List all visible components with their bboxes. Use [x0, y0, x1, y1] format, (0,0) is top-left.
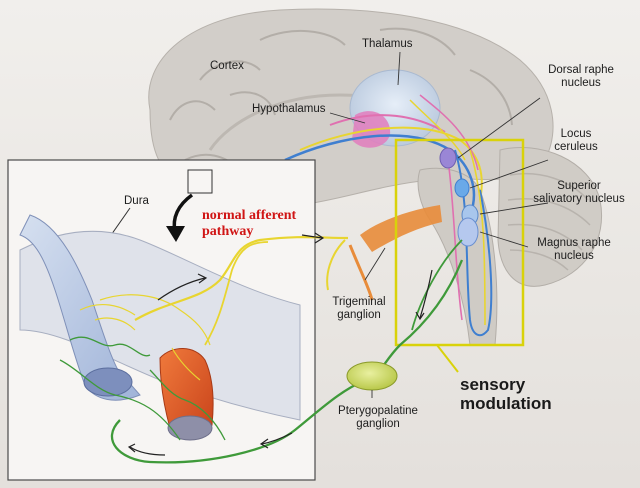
label-dorsal-raphe: Dorsal raphe nucleus: [536, 64, 626, 90]
flow-arrows: [127, 232, 433, 456]
label-superior-line2: salivatory nucleus: [533, 193, 625, 205]
inset-nerve-fibers: [59, 294, 226, 441]
pterygopalatine-ganglion: [346, 361, 398, 391]
label-magnus-raphe: Magnus raphe nucleus: [526, 237, 622, 263]
trigeminal-ganglion: [326, 205, 442, 301]
label-thalamus: Thalamus: [362, 38, 413, 50]
afferent-yellow-fiber-2: [204, 241, 269, 346]
blue-vessel-lumen: [83, 367, 133, 397]
red-vessel: [159, 348, 214, 438]
sensory-pointer-line: [436, 344, 459, 373]
label-pterygo-line1: Pterygopalatine: [338, 405, 418, 417]
annotation-afferent-line2: pathway: [202, 224, 254, 239]
label-dura: Dura: [124, 195, 149, 207]
annotation-sensory-line2: modulation: [460, 394, 552, 413]
annotation-afferent-line1: normal afferent: [202, 208, 297, 223]
label-pterygo-line2: ganglion: [356, 418, 400, 430]
label-cortex: Cortex: [210, 60, 244, 72]
brainstem-nuclei: [439, 147, 479, 247]
label-pterygopalatine-ganglion: Pterygopalatine ganglion: [330, 405, 426, 431]
label-superior-salivatory: Superior salivatory nucleus: [522, 180, 636, 206]
annotation-sensory-modulation: sensory modulation: [460, 375, 552, 413]
label-locus-line2: ceruleus: [554, 141, 598, 153]
label-superior-line1: Superior: [557, 180, 601, 192]
label-trigeminal-line1: Trigeminal: [332, 296, 386, 308]
label-magnus-line2: nucleus: [554, 250, 594, 262]
annotation-normal-afferent-pathway: normal afferent pathway: [202, 208, 296, 240]
efferent-green-fiber-box: [411, 239, 463, 331]
annotation-sensory-line1: sensory: [460, 375, 526, 394]
label-locus-line1: Locus: [560, 128, 592, 140]
afferent-yellow-fiber: [134, 236, 349, 321]
zoom-arrowhead: [166, 226, 185, 242]
label-hypothalamus: Hypothalamus: [252, 103, 326, 115]
red-vessel-lumen: [167, 415, 213, 441]
central-pathways: [284, 94, 493, 337]
zoom-source-box: [187, 169, 213, 194]
label-locus-ceruleus: Locus ceruleus: [536, 128, 616, 154]
blue-vessel: [19, 214, 141, 401]
label-trigeminal-line2: ganglion: [337, 309, 381, 321]
cerebellum: [497, 146, 602, 287]
efferent-green-fiber: [110, 259, 464, 464]
label-dorsal-raphe-line2: nucleus: [561, 77, 601, 89]
label-magnus-line1: Magnus raphe: [537, 237, 611, 249]
label-trigeminal-ganglion: Trigeminal ganglion: [322, 296, 396, 322]
label-leader-lines: [329, 51, 549, 398]
sensory-modulation-box: [394, 138, 525, 347]
label-dorsal-raphe-line1: Dorsal raphe: [548, 64, 614, 76]
